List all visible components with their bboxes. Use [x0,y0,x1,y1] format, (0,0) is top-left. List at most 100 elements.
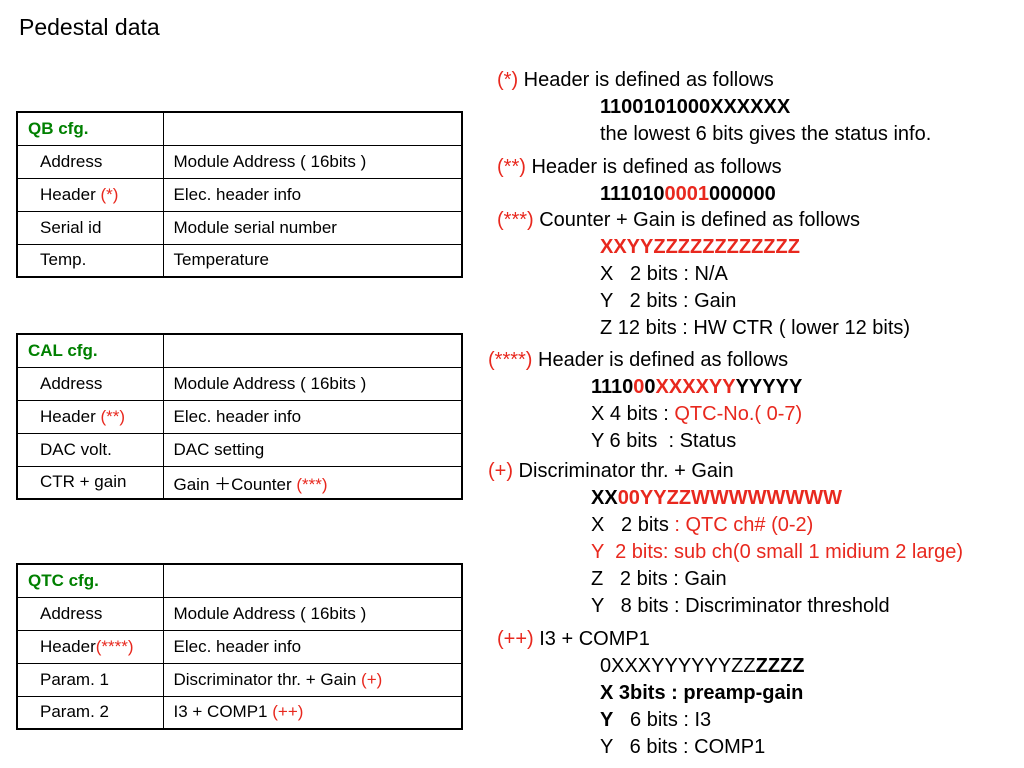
bit-field-line: X 4 bits : QTC-No.( 0-7) [488,401,802,428]
field-name-text: Header [40,406,101,426]
note-text: I3 + COMP1 [533,628,650,650]
bit-segment: 00YYZZWWWWWWWW [617,487,843,509]
note-text: Header is defined as follows [518,69,774,91]
table-row: Header(****) Elec. header info [16,629,463,664]
field-desc: Discriminator thr. + Gain (+) [162,662,463,697]
note-counter-gain: (***) Counter + Gain is defined as follo… [497,207,910,342]
bit-field-line: Z 12 bits : HW CTR ( lower 12 bits) [600,317,911,339]
field-desc-text: Discriminator thr. + Gain [173,669,362,689]
note-detail: the lowest 6 bits gives the status info. [600,123,932,145]
field-desc: Module Address ( 16bits ) [162,596,463,631]
note-heading: (****) Header is defined as follows [488,347,802,374]
note-i3-comp1: (++) I3 + COMP1 0XXXYYYYYYZZZZZZ X 3bits… [497,626,805,761]
note-header-qtc: (****) Header is defined as follows 1110… [488,347,802,455]
qb-cfg-table: QB cfg. Address Module Address ( 16bits … [16,111,463,278]
bit-segment: 000000 [709,183,776,205]
note-heading: (**) Header is defined as follows [497,154,782,181]
table-row: Address Module Address ( 16bits ) [16,144,463,179]
table-row: Address Module Address ( 16bits ) [16,596,463,631]
footnote-mark: (***) [296,474,328,494]
table-row: CAL cfg. [16,333,463,368]
footnote-mark: (*) [497,69,519,91]
field-name: Serial id [16,210,164,245]
field-desc: Module Address ( 16bits ) [162,366,463,401]
table-row: Temp. Temperature [16,243,463,278]
field-desc: Gain ＋Counter (***) [162,465,463,500]
bit-pattern: XXYYZZZZZZZZZZZZ [600,236,800,258]
bit-segment: XXXXYY [655,376,736,398]
note-heading: (++) I3 + COMP1 [497,626,805,653]
note-text: Header is defined as follows [525,156,782,178]
field-name: Header (**) [16,399,164,434]
bit-segment: XX [591,487,618,509]
footnote-mark: (++) [497,628,534,650]
bit-field-value: : QTC ch# (0-2) [674,514,814,536]
footnote-mark: (++) [272,702,304,722]
footnote-mark: (**) [497,156,526,178]
field-name: DAC volt. [16,432,164,467]
field-name: Address [16,144,164,179]
note-discriminator: (+) Discriminator thr. + Gain XX00YYZZWW… [488,458,963,620]
bit-segment: ZZZZ [755,655,805,677]
table-row: Header (*) Elec. header info [16,177,463,212]
table-row: Address Module Address ( 16bits ) [16,366,463,401]
note-heading: (***) Counter + Gain is defined as follo… [497,207,910,234]
footnote-mark: (+) [488,460,513,482]
bit-field-line: Y 6 bits : I3 [497,707,805,734]
bit-field-label: X 2 bits [591,514,675,536]
bit-pattern: 1110100001000000 [497,181,782,208]
bit-field-line: Y 8 bits : Discriminator threshold [591,595,890,617]
field-name: Param. 1 [16,662,164,697]
bit-field-line: X 2 bits : N/A [600,263,728,285]
field-desc: Module Address ( 16bits ) [162,144,463,179]
field-name: Address [16,596,164,631]
bit-field-line: X 2 bits : QTC ch# (0-2) [488,512,963,539]
field-name: Header(****) [16,629,164,664]
bit-field-line: Y 2 bits: sub ch(0 small 1 midium 2 larg… [591,541,964,563]
table-row: Header (**) Elec. header info [16,399,463,434]
table-row: QB cfg. [16,111,463,146]
bit-pattern: 111000XXXXYYYYYYY [488,374,802,401]
field-desc: I3 + COMP1 (++) [162,695,463,730]
bit-field-line: Y 6 bits : COMP1 [600,736,766,758]
bit-segment: 0XXXYYYYYYZZ [600,655,756,677]
table-row: CTR + gain Gain ＋Counter (***) [16,465,463,500]
table-cell [162,333,463,368]
bit-pattern: 1100101000XXXXXX [600,96,791,118]
table-header: QB cfg. [16,111,164,146]
footnote-mark: (***) [497,209,534,231]
field-desc-text: I3 + COMP1 [173,702,273,722]
field-name-text: Header [40,184,101,204]
note-heading: (*) Header is defined as follows [497,67,931,94]
qtc-cfg-table: QTC cfg. Address Module Address ( 16bits… [16,563,463,730]
bit-segment: 0 [633,376,645,398]
note-heading: (+) Discriminator thr. + Gain [488,458,963,485]
bit-pattern: 0XXXYYYYYYZZZZZZ [497,653,805,680]
bit-segment: YYYYY [735,376,803,398]
table-row: Param. 1 Discriminator thr. + Gain (+) [16,662,463,697]
field-name: Param. 2 [16,695,164,730]
field-desc: Elec. header info [162,399,463,434]
note-header-cal: (**) Header is defined as follows 111010… [497,154,782,208]
bit-field-line: Y 6 bits : Status [591,430,737,452]
table-row: Serial id Module serial number [16,210,463,245]
footnote-mark: (****) [488,349,533,371]
field-desc: Elec. header info [162,177,463,212]
cal-cfg-table: CAL cfg. Address Module Address ( 16bits… [16,333,463,500]
bit-field-value: QTC-No.( 0-7) [674,403,803,425]
field-name: Address [16,366,164,401]
table-cell [162,563,463,598]
note-header-qb: (*) Header is defined as follows 1100101… [497,67,931,148]
field-name: CTR + gain [16,465,164,500]
field-name-text: Header [40,636,96,656]
table-header: CAL cfg. [16,333,164,368]
field-desc: Elec. header info [162,629,463,664]
note-text: Header is defined as follows [532,349,789,371]
bit-field-value: 6 bits : I3 [613,709,712,731]
bit-field-label: Y [600,709,614,731]
field-desc-text: Gain ＋Counter [173,474,297,494]
bit-field-line: Y 2 bits : Gain [600,290,737,312]
bit-field-label: X 4 bits : [591,403,675,425]
bit-segment: 1110 [591,376,634,398]
table-header: QTC cfg. [16,563,164,598]
